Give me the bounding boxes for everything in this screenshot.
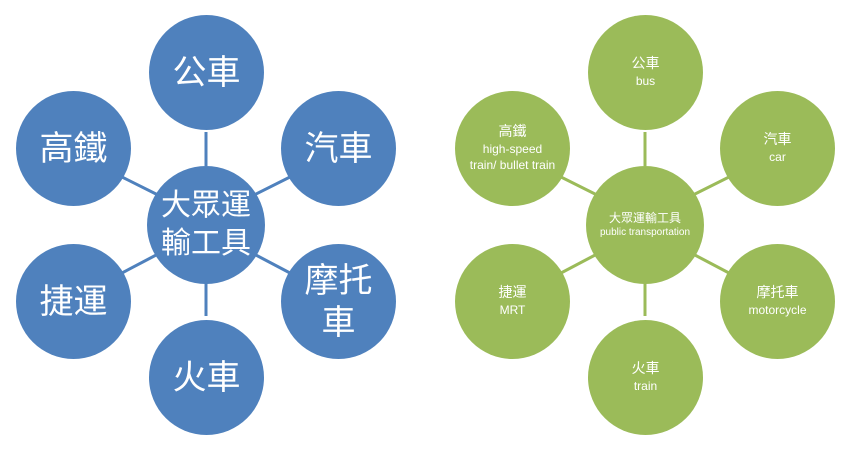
right-hub-node: 大眾運輸工具 public transportation	[586, 166, 704, 284]
link-left-top-left	[121, 175, 159, 197]
right-hub-zh: 大眾運輸工具	[608, 211, 681, 225]
left-node-mrt: 捷運	[16, 244, 131, 359]
right-node-mrt-zh: 捷運	[498, 285, 527, 301]
link-left-bottom-left	[121, 252, 159, 275]
link-left-top-right	[253, 175, 291, 197]
left-node-mrt-label: 捷運	[39, 281, 108, 322]
right-node-car-en: car	[769, 150, 786, 164]
left-node-car-label: 汽車	[304, 128, 373, 169]
left-node-hsr: 高鐵	[16, 91, 131, 206]
link-left-bottom-right	[253, 252, 291, 275]
left-node-motorcycle-label: 摩托車	[304, 260, 373, 343]
right-node-motorcycle: 摩托車 motorcycle	[720, 244, 835, 359]
right-node-mrt: 捷運 MRT	[455, 244, 570, 359]
left-hub-node: 大眾運輸工具	[147, 166, 265, 284]
left-hub-label: 大眾運輸工具	[161, 188, 251, 261]
right-node-car-zh: 汽車	[763, 132, 792, 148]
left-node-train-label: 火車	[172, 357, 241, 398]
link-right-bottom-left	[560, 252, 598, 275]
left-node-bus: 公車	[149, 15, 264, 130]
left-node-bus-label: 公車	[172, 52, 241, 93]
link-right-bottom-right	[692, 252, 730, 275]
right-node-motorcycle-en: motorcycle	[748, 303, 807, 317]
left-node-train: 火車	[149, 320, 264, 435]
right-node-train-en: train	[633, 379, 658, 393]
right-node-bus-en: bus	[635, 74, 656, 88]
right-node-train: 火車 train	[588, 320, 703, 435]
right-node-hsr-zh: 高鐵	[498, 124, 527, 140]
right-node-train-zh: 火車	[631, 361, 660, 377]
right-hub-en: public transportation	[599, 227, 691, 238]
link-right-top-right	[692, 175, 730, 197]
right-node-hsr: 高鐵 high-speed train/ bullet train	[455, 91, 570, 206]
link-right-top-left	[560, 175, 598, 197]
right-node-bus: 公車 bus	[588, 15, 703, 130]
left-node-motorcycle: 摩托車	[281, 244, 396, 359]
right-node-mrt-en: MRT	[499, 303, 526, 317]
left-node-car: 汽車	[281, 91, 396, 206]
right-node-hsr-en: high-speed train/ bullet train	[469, 142, 556, 172]
right-node-bus-zh: 公車	[631, 56, 660, 72]
right-node-motorcycle-zh: 摩托車	[756, 285, 799, 301]
right-node-car: 汽車 car	[720, 91, 835, 206]
left-node-hsr-label: 高鐵	[39, 128, 108, 169]
